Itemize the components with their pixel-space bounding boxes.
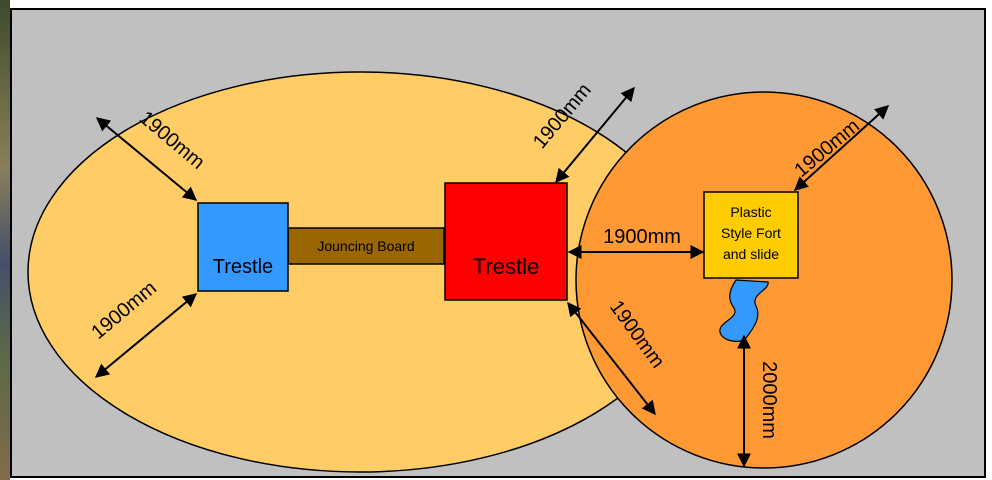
right-trestle-label: Trestle <box>473 254 539 279</box>
dimension-label-fort-down: 2000mm <box>758 361 780 439</box>
jouncing-board-label: Jouncing Board <box>317 238 414 254</box>
dimension-arrow-red-top <box>555 86 635 184</box>
fort-label-line-1: Plastic <box>730 204 771 220</box>
left-trestle <box>197 202 289 292</box>
dimension-arrow-fort-upper <box>793 105 890 191</box>
right-trestle <box>444 182 568 301</box>
plastic-fort <box>703 191 799 279</box>
background-photo-edge <box>0 0 10 480</box>
slide <box>719 279 769 342</box>
dimension-label-red-to-fort: 1900mm <box>603 226 681 248</box>
left-trestle-label: Trestle <box>213 256 273 278</box>
dimension-arrow-left-upper <box>95 117 198 201</box>
fort-label-line-2: Style Fort <box>721 225 781 241</box>
dimension-arrow-red-lower <box>567 301 656 416</box>
fort-label-line-3: and slide <box>723 246 779 262</box>
dimension-arrow-left-lower <box>94 293 198 378</box>
